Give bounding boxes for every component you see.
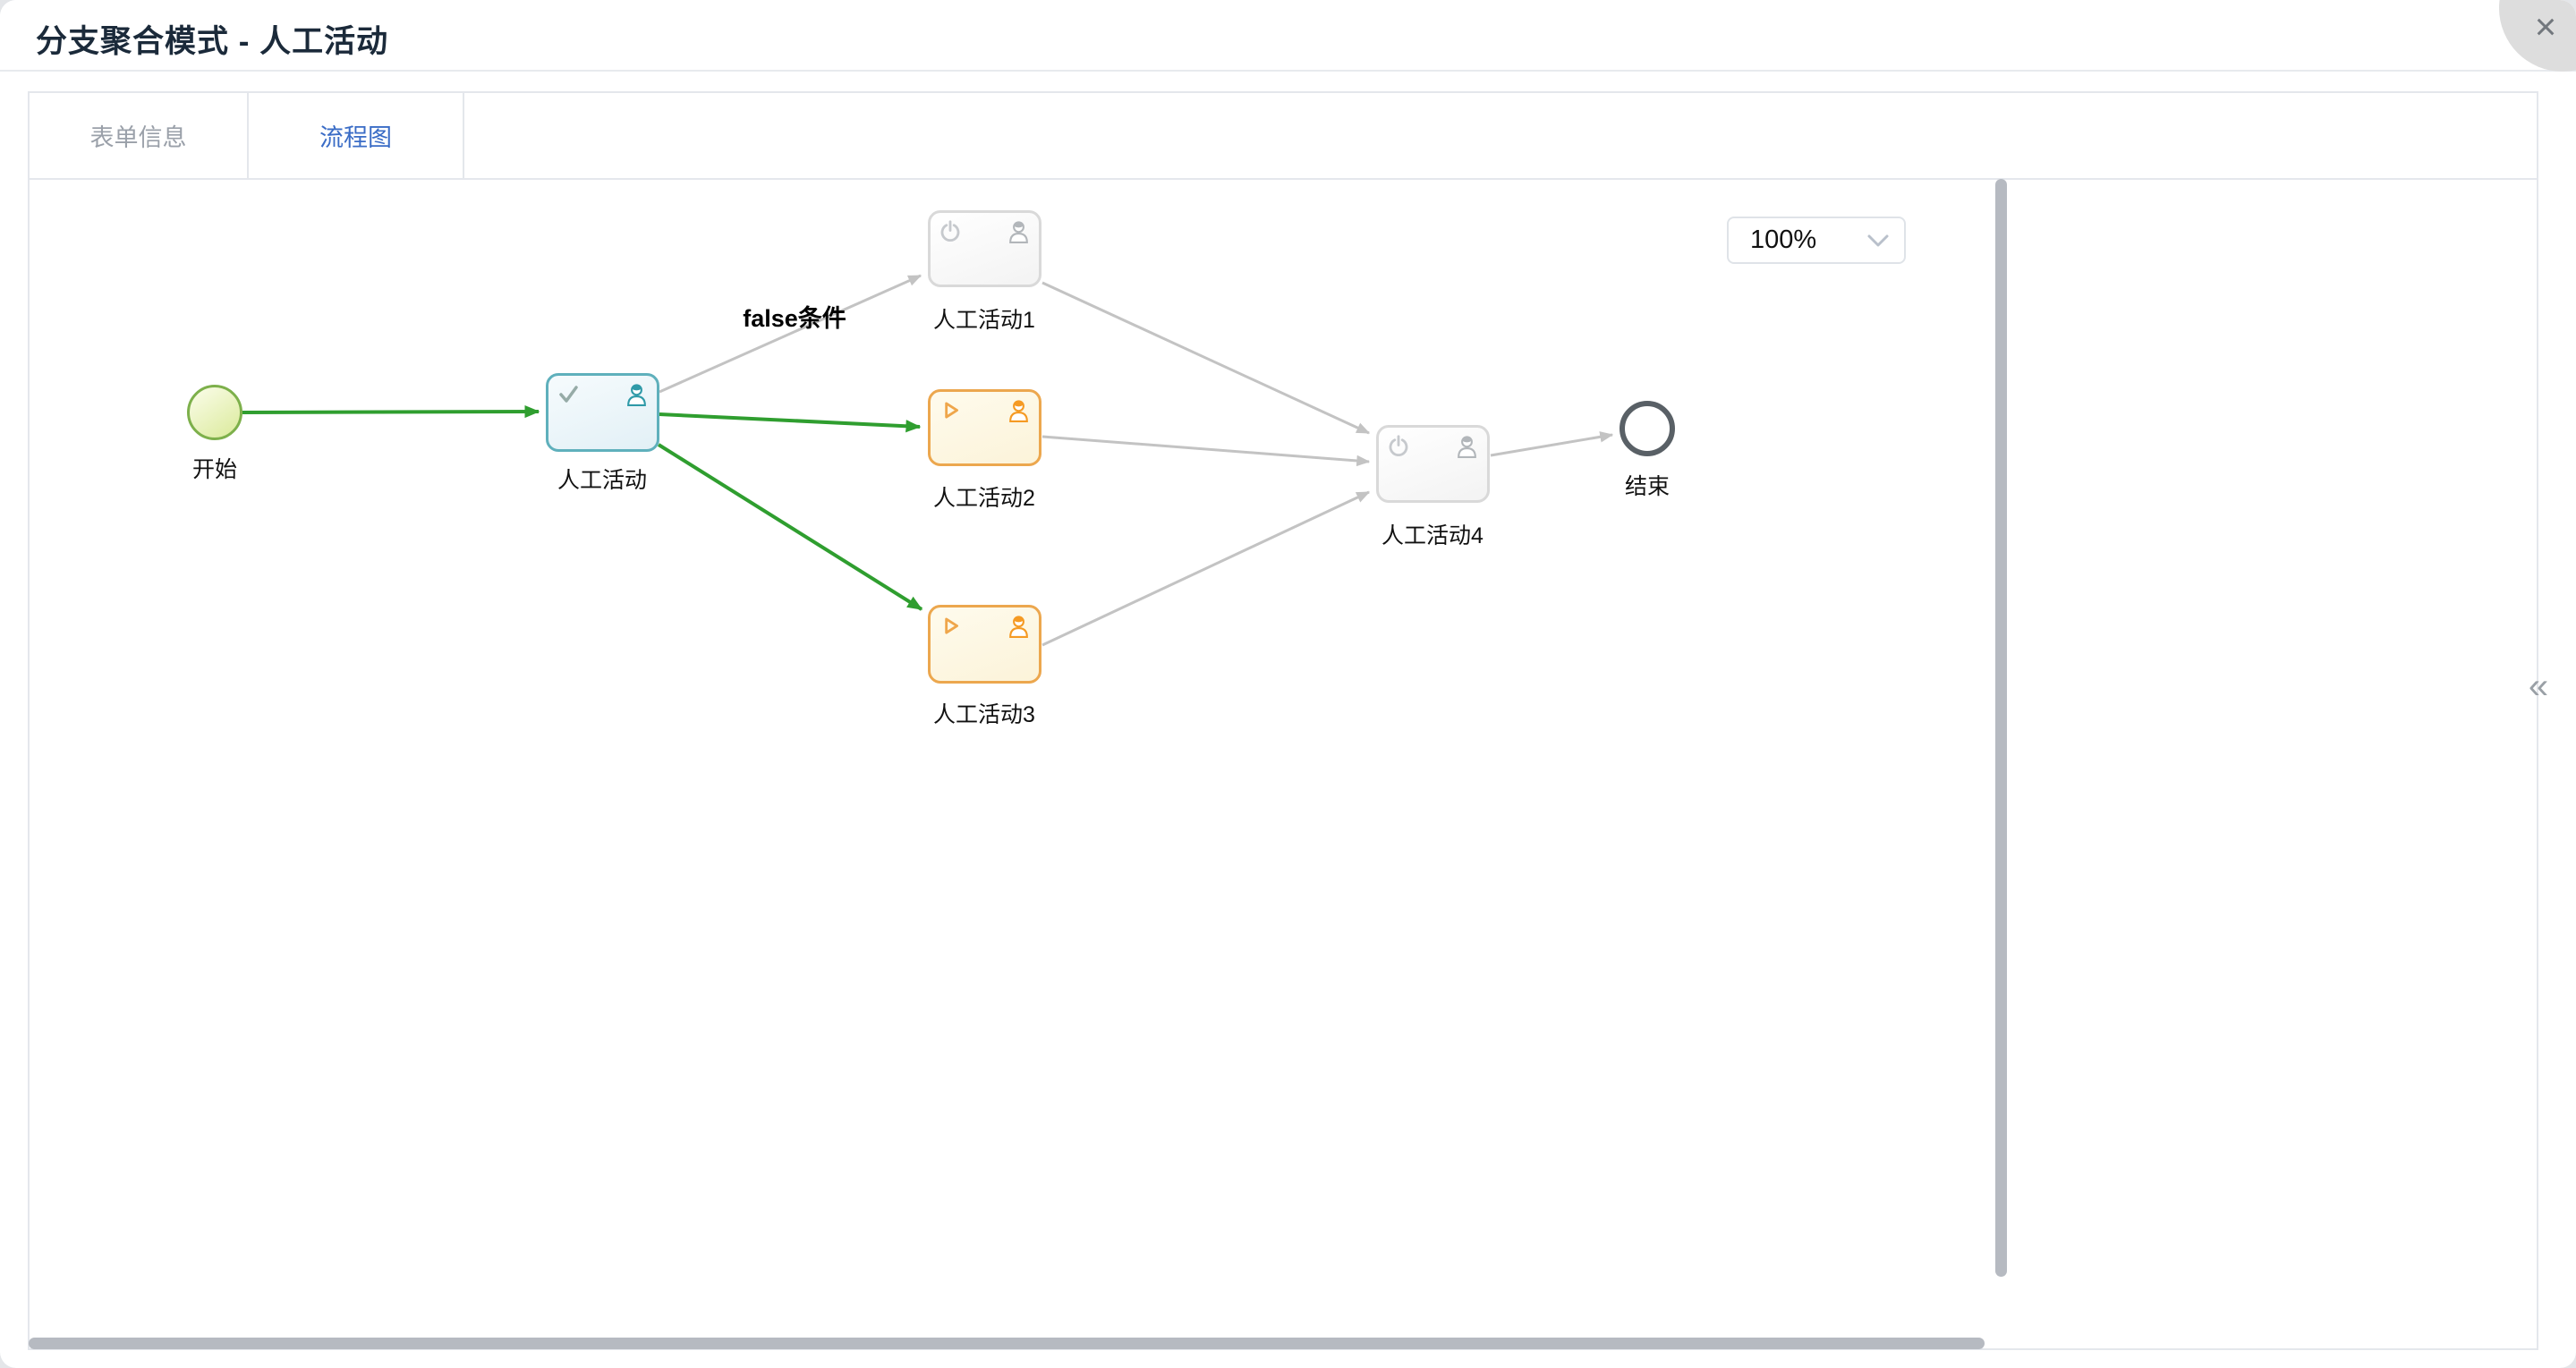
- node-task4-label: 人工活动4: [1382, 523, 1484, 548]
- play-icon: [945, 617, 958, 634]
- chevron-down-icon: [1866, 234, 1890, 248]
- title-bar: 分支聚合模式 - 人工活动: [0, 0, 2576, 72]
- power-icon: [1389, 435, 1408, 457]
- panel-collapse-toggle[interactable]: «: [2528, 666, 2549, 706]
- node-start-label: 开始: [191, 457, 238, 482]
- node-task0-label: 人工活动: [557, 468, 648, 493]
- tab-header: 表单信息 流程图: [30, 93, 2537, 180]
- tabs-container: 表单信息 流程图: [28, 91, 2538, 1350]
- user-icon: [627, 384, 646, 406]
- play-icon: [945, 402, 958, 419]
- user-icon: [1009, 616, 1028, 638]
- check-icon: [559, 386, 578, 403]
- user-icon: [1009, 400, 1028, 422]
- zoom-level-value: 100%: [1750, 225, 1817, 254]
- tab-flow-chart[interactable]: 流程图: [249, 93, 464, 178]
- node-task4-user-task[interactable]: [1376, 425, 1490, 503]
- user-icon: [1009, 221, 1028, 243]
- node-task0-user-task[interactable]: [546, 373, 659, 452]
- dialog-title: 分支聚合模式 - 人工活动: [36, 24, 389, 59]
- node-task1-user-task[interactable]: [928, 210, 1041, 287]
- node-start-event[interactable]: [187, 385, 242, 440]
- node-end-label: 结束: [1624, 474, 1671, 499]
- zoom-level-select[interactable]: 100%: [1727, 217, 1906, 264]
- tab-flow-chart-label: 流程图: [319, 124, 392, 151]
- power-icon: [940, 220, 960, 242]
- edge-label-false-condition: false条件: [743, 305, 846, 332]
- tab-form-info-label: 表单信息: [89, 124, 187, 151]
- user-icon: [1458, 436, 1476, 458]
- node-task3-user-task[interactable]: [928, 605, 1041, 684]
- horizontal-scrollbar[interactable]: [29, 1338, 1985, 1349]
- vertical-scrollbar[interactable]: [1995, 179, 2007, 1277]
- close-icon[interactable]: ×: [2534, 5, 2557, 47]
- node-task3-label: 人工活动3: [933, 702, 1035, 727]
- tab-form-info[interactable]: 表单信息: [30, 93, 249, 178]
- node-task2-user-task[interactable]: [928, 389, 1041, 466]
- node-task1-label: 人工活动1: [933, 308, 1035, 333]
- node-task2-label: 人工活动2: [933, 486, 1035, 511]
- node-end-event[interactable]: [1620, 401, 1675, 456]
